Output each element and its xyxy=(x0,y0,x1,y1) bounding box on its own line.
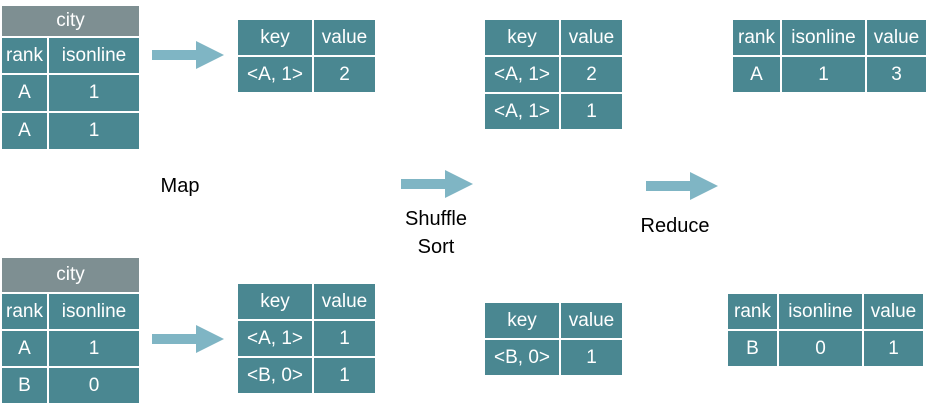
table-cell: 1 xyxy=(312,356,377,395)
table-cell: A xyxy=(0,73,49,113)
map-label: Map xyxy=(160,175,200,197)
header-cell: isonline xyxy=(777,292,864,331)
table-cell: <A, 1> xyxy=(236,319,314,358)
shuffle-table-2: key value <B, 0> 1 xyxy=(483,301,624,377)
header-cell: value xyxy=(312,282,377,321)
table-cell: <B, 0> xyxy=(236,356,314,395)
table-cell: 0 xyxy=(777,329,864,368)
header-cell: isonline xyxy=(47,36,141,75)
reduce-table-1: rank isonline value A 1 3 xyxy=(731,18,928,94)
header-cell: value xyxy=(559,18,624,57)
header-cell: rank xyxy=(731,18,782,57)
table-cell: 1 xyxy=(47,111,141,151)
reduce-label: Reduce xyxy=(640,215,710,237)
table-cell: B xyxy=(0,366,49,405)
table-title: city xyxy=(0,4,141,38)
table-cell: A xyxy=(0,329,49,368)
arrow-right-icon xyxy=(401,170,473,198)
header-cell: value xyxy=(312,18,377,57)
reduce-table-2: rank isonline value B 0 1 xyxy=(726,292,925,368)
header-cell: value xyxy=(865,18,928,57)
map-table-1: key value <A, 1> 2 xyxy=(236,18,377,94)
header-cell: value xyxy=(862,292,925,331)
table-cell: A xyxy=(731,55,782,94)
map-table-2: key value <A, 1> 1 <B, 0> 1 xyxy=(236,282,377,395)
table-cell: <B, 0> xyxy=(483,338,561,377)
table-cell: 0 xyxy=(47,366,141,405)
header-cell: rank xyxy=(726,292,779,331)
header-cell: isonline xyxy=(780,18,867,57)
table-cell: B xyxy=(726,329,779,368)
arrow-right-icon xyxy=(646,172,718,200)
table-cell: 1 xyxy=(47,329,141,368)
shuffle-table-1: key value <A, 1> 2 <A, 1> 1 xyxy=(483,18,624,131)
table-cell: 3 xyxy=(865,55,928,94)
table-cell: 2 xyxy=(559,55,624,94)
table-cell: 1 xyxy=(862,329,925,368)
header-cell: key xyxy=(483,18,561,57)
table-cell: 1 xyxy=(47,73,141,113)
table-cell: 1 xyxy=(312,319,377,358)
header-cell: rank xyxy=(0,36,49,75)
table-cell: <A, 1> xyxy=(483,92,561,131)
header-cell: rank xyxy=(0,292,49,331)
header-cell: key xyxy=(236,18,314,57)
table-cell: 2 xyxy=(312,55,377,94)
table-cell: A xyxy=(0,111,49,151)
input-table-1: city rank isonline A 1 A 1 xyxy=(0,4,141,151)
arrow-right-icon xyxy=(152,325,224,353)
table-cell: 1 xyxy=(559,338,624,377)
table-cell: <A, 1> xyxy=(236,55,314,94)
input-table-2: city rank isonline A 1 B 0 xyxy=(0,256,141,405)
table-title: city xyxy=(0,256,141,294)
header-cell: key xyxy=(483,301,561,340)
header-cell: isonline xyxy=(47,292,141,331)
table-cell: 1 xyxy=(780,55,867,94)
header-cell: key xyxy=(236,282,314,321)
header-cell: value xyxy=(559,301,624,340)
shuffle-label: Shuffle xyxy=(405,208,467,230)
sort-label: Sort xyxy=(417,236,455,258)
arrow-right-icon xyxy=(152,41,224,69)
table-cell: 1 xyxy=(559,92,624,131)
table-cell: <A, 1> xyxy=(483,55,561,94)
